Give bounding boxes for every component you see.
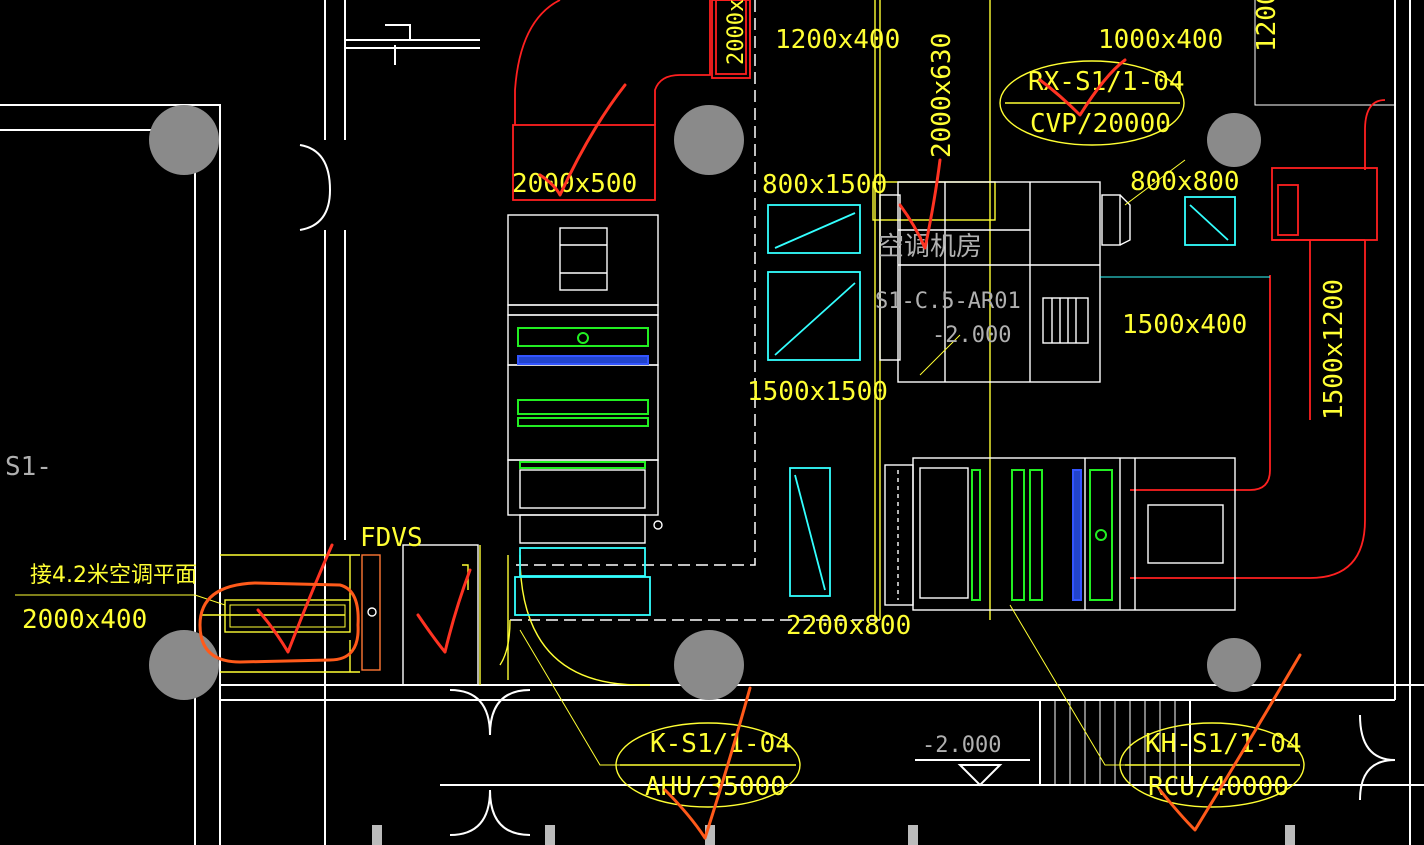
tag-kh-id: KH-S1/1-04: [1145, 729, 1302, 759]
column: [1207, 113, 1261, 167]
label-duct-2000x400: 2000x400: [22, 605, 147, 635]
label-duct-2000x500-vertical: 2000x500: [724, 0, 749, 65]
tag-rx-id: RX-S1/1-04: [1028, 67, 1185, 97]
tag-ellipses: [615, 60, 1305, 808]
label-duct-1500x1500: 1500x1500: [747, 377, 888, 407]
markup-circle: [198, 581, 360, 664]
grilles-cyan: [514, 196, 1270, 616]
review-checkmarks: [198, 58, 1302, 840]
floor-level: -2.000: [922, 733, 1001, 758]
label-duct-1000x400: 1000x400: [1098, 25, 1223, 55]
checkmark-mark: [256, 543, 334, 654]
column: [674, 630, 744, 700]
equipment-tag-labels: RX-S1/1-04 CVP/20000 K-S1/1-04 AHU/35000…: [645, 67, 1302, 802]
tag-kh-type: RCU/40000: [1148, 772, 1289, 802]
checkmark-mark: [898, 158, 942, 250]
column: [1207, 638, 1261, 692]
ahu-coils-left: [517, 327, 649, 469]
room-code: S1-C.5-AR01: [875, 289, 1021, 314]
return-air-ducts-red: [512, 0, 1386, 579]
label-duct-1500x1200: 1500x1200: [1319, 279, 1349, 420]
room-boundary-dashed: [510, 0, 880, 621]
label-duct-1200-edge: 1200: [1252, 0, 1282, 52]
duct-size-labels: 2000x500 1200x400 1000x400 800x1500 800x…: [22, 0, 1349, 641]
column: [149, 630, 219, 700]
room-labels: 空调机房 S1-C.5-AR01 -2.000 -2.000 S1-: [5, 232, 1021, 758]
rcu-coils: [971, 469, 1113, 601]
label-fdvs: FDVS: [360, 523, 423, 553]
ahu-unit-left: [507, 214, 663, 544]
cvp-unit-upper: [879, 181, 1131, 383]
label-duct-2000x500: 2000x500: [512, 169, 637, 199]
room-level: -2.000: [932, 323, 1011, 348]
room-name: 空调机房: [878, 232, 982, 262]
checkmark-mark: [538, 83, 627, 197]
label-connect-note: 接4.2米空调平面: [30, 563, 197, 588]
duct-grille-2000x400: [224, 599, 351, 633]
checkmark-mark: [416, 568, 472, 654]
supply-air-ducts-yellow: [200, 0, 996, 686]
label-duct-2000x630: 2000x630: [927, 33, 957, 158]
label-duct-2200x800: 2200x800: [786, 611, 911, 641]
tag-rx-type: CVP/20000: [1030, 109, 1171, 139]
tag-k-id: K-S1/1-04: [650, 729, 791, 759]
column: [674, 105, 744, 175]
tag-k-type: AHU/35000: [645, 772, 786, 802]
zone-label: S1-: [5, 452, 52, 482]
column: [149, 105, 219, 175]
checkmark-mark: [663, 686, 752, 840]
checkmark-mark: [1038, 58, 1127, 117]
rcu-unit-lower: [884, 457, 1236, 611]
label-duct-1500x400: 1500x400: [1122, 310, 1247, 340]
checkmark-mark: [1158, 653, 1302, 832]
structural-columns: [149, 105, 1261, 700]
bottom-wall-blocks: [372, 825, 1295, 845]
label-duct-800x1500: 800x1500: [762, 170, 887, 200]
label-duct-800x800: 800x800: [1130, 167, 1240, 197]
fdvs-damper: [361, 544, 479, 686]
label-duct-1200x400: 1200x400: [775, 25, 900, 55]
